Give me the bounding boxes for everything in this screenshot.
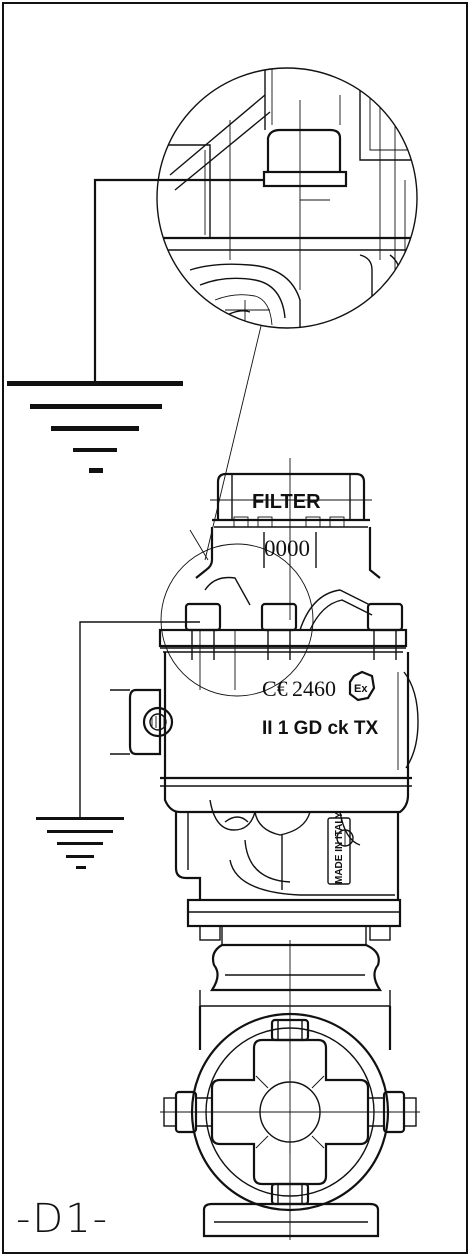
detail-magnifier bbox=[156, 67, 418, 329]
neck bbox=[199, 940, 391, 1240]
flange-plate bbox=[158, 628, 408, 690]
filter-cap bbox=[210, 458, 372, 620]
ground-icon bbox=[7, 381, 183, 473]
lower-body bbox=[174, 799, 400, 900]
ground-wire-body bbox=[79, 621, 200, 818]
serial-label: 0000 bbox=[264, 536, 310, 561]
valve-body bbox=[160, 1006, 420, 1238]
figure-label: -D1- bbox=[16, 1196, 110, 1242]
main-body bbox=[110, 652, 419, 814]
ex-hexagon-icon: Ex bbox=[348, 670, 376, 702]
ground-wire-detail bbox=[93, 178, 264, 382]
ce-mark: C€ bbox=[262, 676, 288, 701]
upper-housing bbox=[195, 527, 381, 579]
bottom-flange bbox=[186, 898, 402, 945]
made-in-italy-label: MADE IN ITALY bbox=[334, 811, 345, 884]
detail-location-ring bbox=[160, 543, 314, 697]
certification-label: II 1 GD ck TX bbox=[262, 718, 378, 739]
svg-text:Ex: Ex bbox=[354, 683, 368, 695]
ce-number: 2460 bbox=[292, 676, 336, 701]
detail-leader-lines bbox=[189, 325, 262, 561]
filter-label: FILTER bbox=[252, 491, 321, 513]
ground-icon bbox=[36, 817, 124, 869]
